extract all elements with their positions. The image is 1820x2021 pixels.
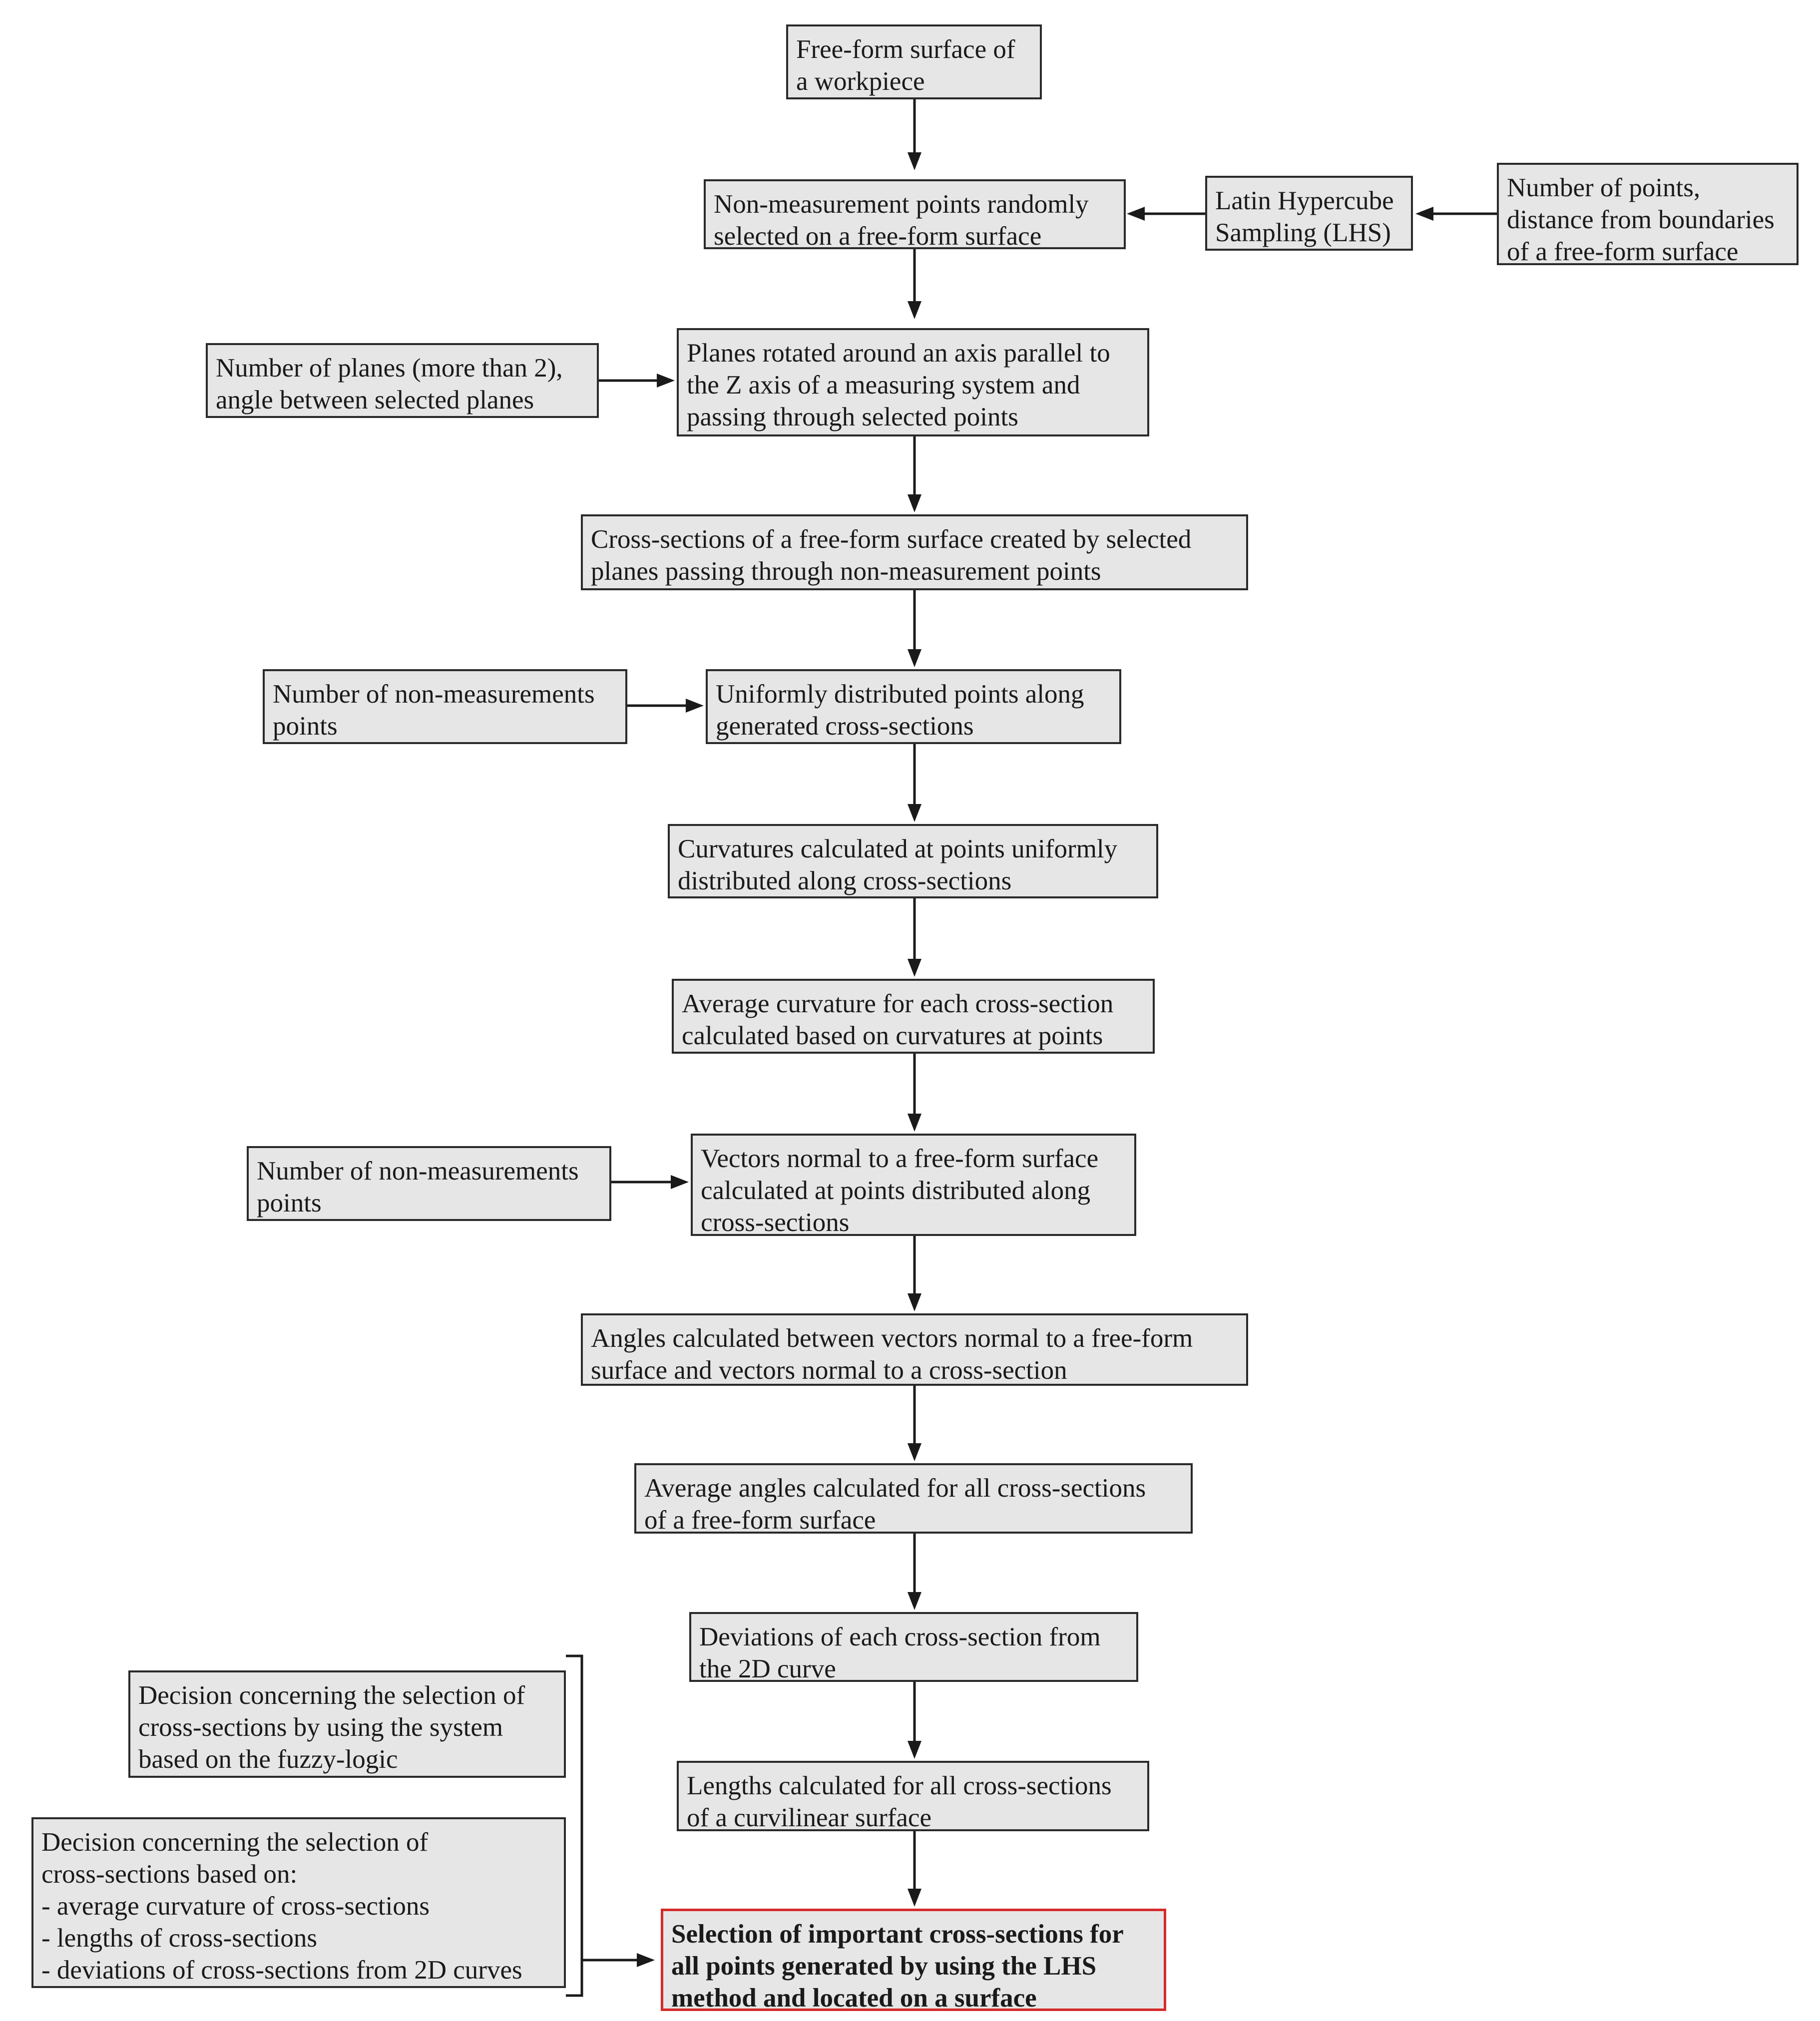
box-num-points-2: Number of non-measurements points: [247, 1146, 611, 1221]
arrowhead-icon: [908, 649, 921, 667]
box-lhs-params: Number of points, distance from boundari…: [1497, 163, 1799, 266]
box-workpiece: Free-form surface of a workpiece: [786, 24, 1042, 99]
box-non-measurement-points: Non-measurement points randomly selected…: [704, 179, 1126, 251]
box-cross-sections-created: Cross-sections of a free-form surface cr…: [581, 514, 1248, 590]
arrowhead-icon: [908, 152, 921, 170]
arrowhead-icon: [908, 804, 921, 822]
arrowhead-icon: [637, 1953, 655, 1967]
arrowhead-icon: [908, 1592, 921, 1610]
box-planes-rotated: Planes rotated around an axis parallel t…: [677, 328, 1149, 436]
box-num-points-1: Number of non-measurements points: [263, 669, 627, 744]
arrowhead-icon: [908, 1293, 921, 1311]
arrowhead-icon: [1415, 207, 1433, 221]
arrowhead-icon: [671, 1175, 689, 1189]
arrowhead-icon: [686, 699, 704, 713]
box-lhs: Latin Hypercube Sampling (LHS): [1205, 176, 1413, 251]
arrowhead-icon: [908, 494, 921, 512]
box-average-angles: Average angles calculated for all cross-…: [634, 1463, 1193, 1535]
box-curvatures: Curvatures calculated at points uniforml…: [668, 824, 1158, 898]
arrowhead-icon: [908, 1889, 921, 1907]
box-lengths: Lengths calculated for all cross-section…: [677, 1761, 1149, 1832]
box-average-curvature: Average curvature for each cross-section…: [672, 979, 1155, 1054]
arrowhead-icon: [908, 1741, 921, 1759]
box-planes-params: Number of planes (more than 2), angle be…: [206, 343, 599, 418]
arrowhead-icon: [908, 301, 921, 319]
box-normal-vectors: Vectors normal to a free-form surface ca…: [691, 1134, 1136, 1237]
box-uniform-points: Uniformly distributed points along gener…: [706, 669, 1121, 744]
box-angles: Angles calculated between vectors normal…: [581, 1313, 1248, 1386]
arrowhead-icon: [908, 1114, 921, 1132]
arrowhead-icon: [657, 374, 675, 388]
box-decision-fuzzy: Decision concerning the selection of cro…: [128, 1670, 566, 1778]
arrowhead-icon: [908, 1443, 921, 1461]
arrowhead-icon: [908, 959, 921, 977]
decision-bracket: [566, 1654, 583, 1997]
arrowhead-icon: [1127, 207, 1145, 221]
box-decision-criteria: Decision concerning the selection of cro…: [31, 1817, 566, 1988]
box-selection: Selection of important cross-sections fo…: [661, 1909, 1166, 2013]
box-deviations: Deviations of each cross-section from th…: [689, 1612, 1138, 1683]
